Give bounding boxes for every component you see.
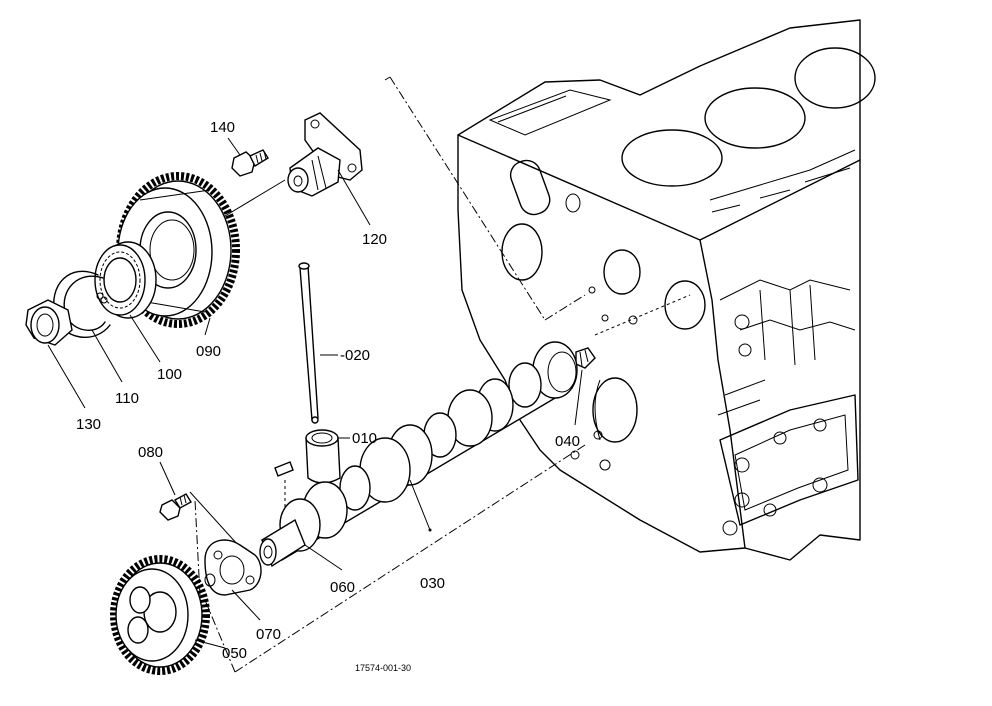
part-080-bolt [159, 493, 192, 521]
axis-line-080 [189, 491, 239, 546]
callout-080: 080 [138, 444, 163, 461]
part-100-bearing [94, 241, 157, 319]
callout-010: 010 [352, 430, 377, 447]
callout-050: 050 [222, 645, 247, 662]
callout-120: 120 [362, 231, 387, 248]
callout-140: 140 [210, 119, 235, 136]
center-lines [194, 76, 691, 673]
callout-020: -020 [340, 347, 370, 364]
part-010-tappet [305, 429, 341, 484]
callout-060: 060 [330, 579, 355, 596]
callout-100: 100 [157, 366, 182, 383]
leader-lines [47, 137, 583, 649]
diagram-reference-number: 17574-001-30 [355, 663, 411, 673]
part-020-push-rod [298, 262, 319, 424]
engine-block [457, 19, 876, 561]
part-070-thrust-plate [204, 539, 262, 596]
part-040-plug [575, 347, 596, 369]
callout-040: 040 [555, 433, 580, 450]
part-130-nut [25, 299, 73, 346]
callout-110: 110 [115, 390, 139, 407]
callout-070: 070 [256, 626, 281, 643]
part-030-camshaft [259, 341, 578, 568]
part-050-cam-gear [110, 555, 216, 675]
callout-090: 090 [196, 343, 221, 360]
callout-030: 030 [420, 575, 445, 592]
camshaft-key [274, 461, 294, 477]
part-140-bolt [231, 149, 269, 177]
callout-labels: 140 120 090 100 110 130 -020 010 040 080… [76, 119, 580, 673]
callout-130: 130 [76, 416, 101, 433]
part-120-idle-gear-shaft [287, 112, 363, 197]
